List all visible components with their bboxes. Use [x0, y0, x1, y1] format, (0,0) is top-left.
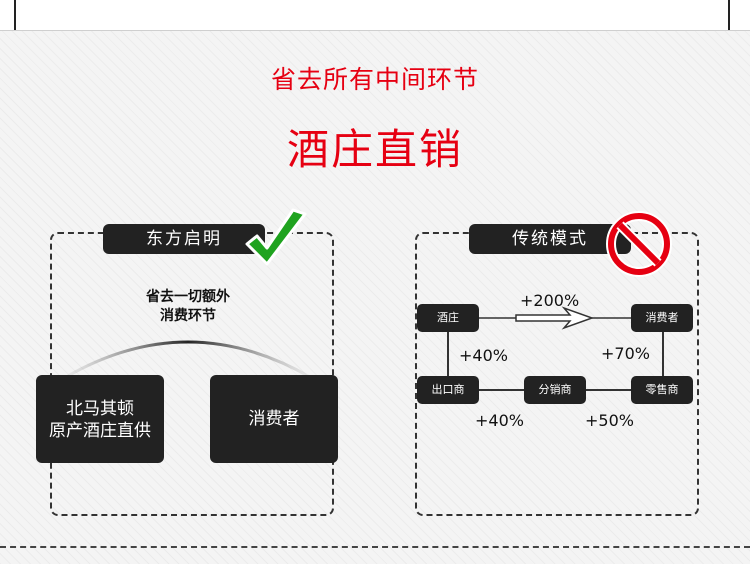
line-retailer-consumer: [662, 332, 664, 376]
origin-line1: 北马其顿: [66, 399, 134, 419]
node-consumer: 消费者: [631, 304, 693, 332]
node-winery: 酒庄: [417, 304, 479, 332]
node-exporter: 出口商: [417, 376, 479, 404]
line-distributor-retailer: [586, 389, 631, 391]
origin-line2: 原产酒庄直供: [49, 421, 151, 441]
left-caption-line1: 省去一切额外: [146, 289, 230, 305]
markup-distributor-retailer: +50%: [585, 411, 634, 430]
markup-direct: +200%: [520, 291, 580, 310]
headline-subtitle: 省去所有中间环节: [270, 65, 479, 94]
line-winery-port: [447, 332, 449, 376]
node-retailer: 零售商: [631, 376, 693, 404]
node-distributor: 分销商: [524, 376, 586, 404]
prohibited-icon: [606, 211, 672, 277]
direct-flow-arrow: [478, 306, 634, 330]
markup-exporter-distributor: +40%: [475, 411, 524, 430]
origin-winery-box: 北马其顿 原产酒庄直供: [36, 375, 164, 463]
left-caption-line2: 消费环节: [160, 308, 216, 324]
check-icon: [245, 208, 307, 266]
direct-consumer-box: 消费者: [210, 375, 338, 463]
top-band-right-edge: [728, 0, 730, 30]
markup-retailer-consumer: +70%: [601, 344, 650, 363]
markup-winery-exporter: +40%: [459, 346, 508, 365]
connecting-arc: [65, 340, 311, 379]
bottom-dashed-divider: [0, 546, 750, 548]
traditional-tab: 传统模式: [469, 224, 631, 254]
headline-title: 酒庄直销: [286, 125, 463, 174]
direct-sales-tab: 东方启明: [103, 224, 265, 254]
line-port-distributor: [479, 389, 524, 391]
top-band-left-edge: [14, 0, 16, 30]
top-band: [0, 0, 750, 31]
